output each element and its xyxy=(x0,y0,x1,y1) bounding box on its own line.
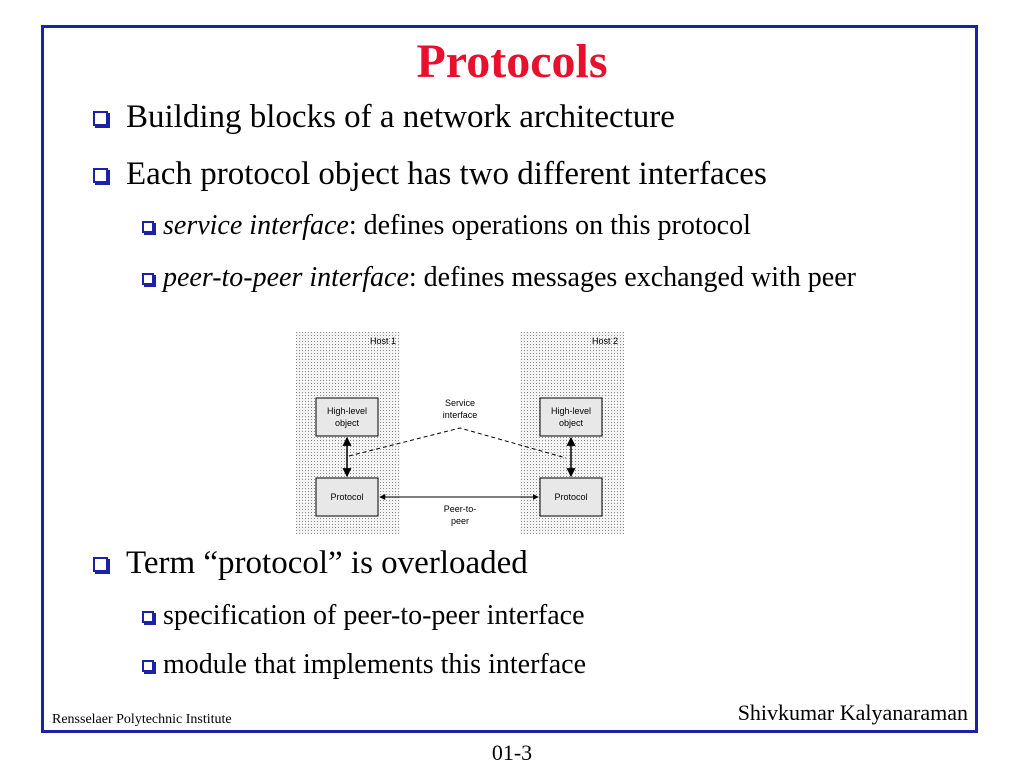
subbullet-service-interface: service interface: defines operations on… xyxy=(142,206,883,246)
footer-institute: Rensselaer Polytechnic Institute xyxy=(52,712,232,727)
subbullet-text: specification of peer-to-peer interface xyxy=(163,600,585,631)
service-interface-label-1: Service xyxy=(445,398,475,408)
host2-high-level-object-box xyxy=(539,397,603,437)
term-peer-interface: peer-to-peer interface xyxy=(163,262,409,293)
peer-to-peer-label-1: Peer-to- xyxy=(444,504,477,514)
host1-high-level-object-box xyxy=(315,397,379,437)
slide-title: Protocols xyxy=(416,35,608,88)
definition-service-interface: : defines operations on this protocol xyxy=(348,210,751,241)
bullet-box-icon xyxy=(93,111,108,126)
subbullet-specification: specification of peer-to-peer interface xyxy=(142,596,883,636)
service-interface-label-2: interface xyxy=(443,410,478,420)
bullet-term-overloaded: Term “protocol” is overloaded xyxy=(93,543,528,583)
bullet-box-icon xyxy=(142,221,154,233)
term-service-interface: service interface xyxy=(163,210,349,241)
footer-author: Shivkumar Kalyanaraman xyxy=(737,700,968,725)
bullet-box-icon xyxy=(142,273,154,285)
bullet-text: Term “protocol” is overloaded xyxy=(126,545,528,581)
bullet-box-icon xyxy=(93,557,108,572)
host2-protocol-label: Protocol xyxy=(554,492,587,502)
definition-peer-interface: : defines messages exchanged with peer xyxy=(408,262,856,293)
subbullet-module: module that implements this interface xyxy=(142,645,883,685)
subbullet-text: module that implements this interface xyxy=(163,649,586,680)
host2-high-level-label: High-level xyxy=(551,406,591,416)
subbullet-text: peer-to-peer interface: defines messages… xyxy=(163,258,883,298)
bullet-box-icon xyxy=(93,168,108,183)
host1-protocol-box xyxy=(315,477,379,517)
bullet-building-blocks: Building blocks of a network architectur… xyxy=(93,97,675,137)
host1-label: Host 1 xyxy=(370,336,396,346)
page-number: 01-3 xyxy=(491,740,533,765)
host1-object-label: object xyxy=(335,418,360,428)
bullet-box-icon xyxy=(142,660,154,672)
protocol-interfaces-diagram: Host 1 Host 2 High-level object Protocol… xyxy=(296,332,624,534)
peer-to-peer-label-2: peer xyxy=(451,516,469,526)
subbullet-text: service interface: defines operations on… xyxy=(163,206,883,246)
bullet-text: Each protocol object has two different i… xyxy=(126,156,767,192)
host2-protocol-box xyxy=(539,477,603,517)
host2-object-label: object xyxy=(559,418,584,428)
bullet-text: Building blocks of a network architectur… xyxy=(126,99,675,135)
subbullet-peer-interface: peer-to-peer interface: defines messages… xyxy=(142,258,883,298)
service-interface-line xyxy=(348,427,567,459)
bullet-box-icon xyxy=(142,611,154,623)
slide-frame xyxy=(41,25,978,733)
host2-label: Host 2 xyxy=(592,336,618,346)
host1-protocol-label: Protocol xyxy=(330,492,363,502)
host1-high-level-label: High-level xyxy=(327,406,367,416)
bullet-two-interfaces: Each protocol object has two different i… xyxy=(93,154,767,194)
